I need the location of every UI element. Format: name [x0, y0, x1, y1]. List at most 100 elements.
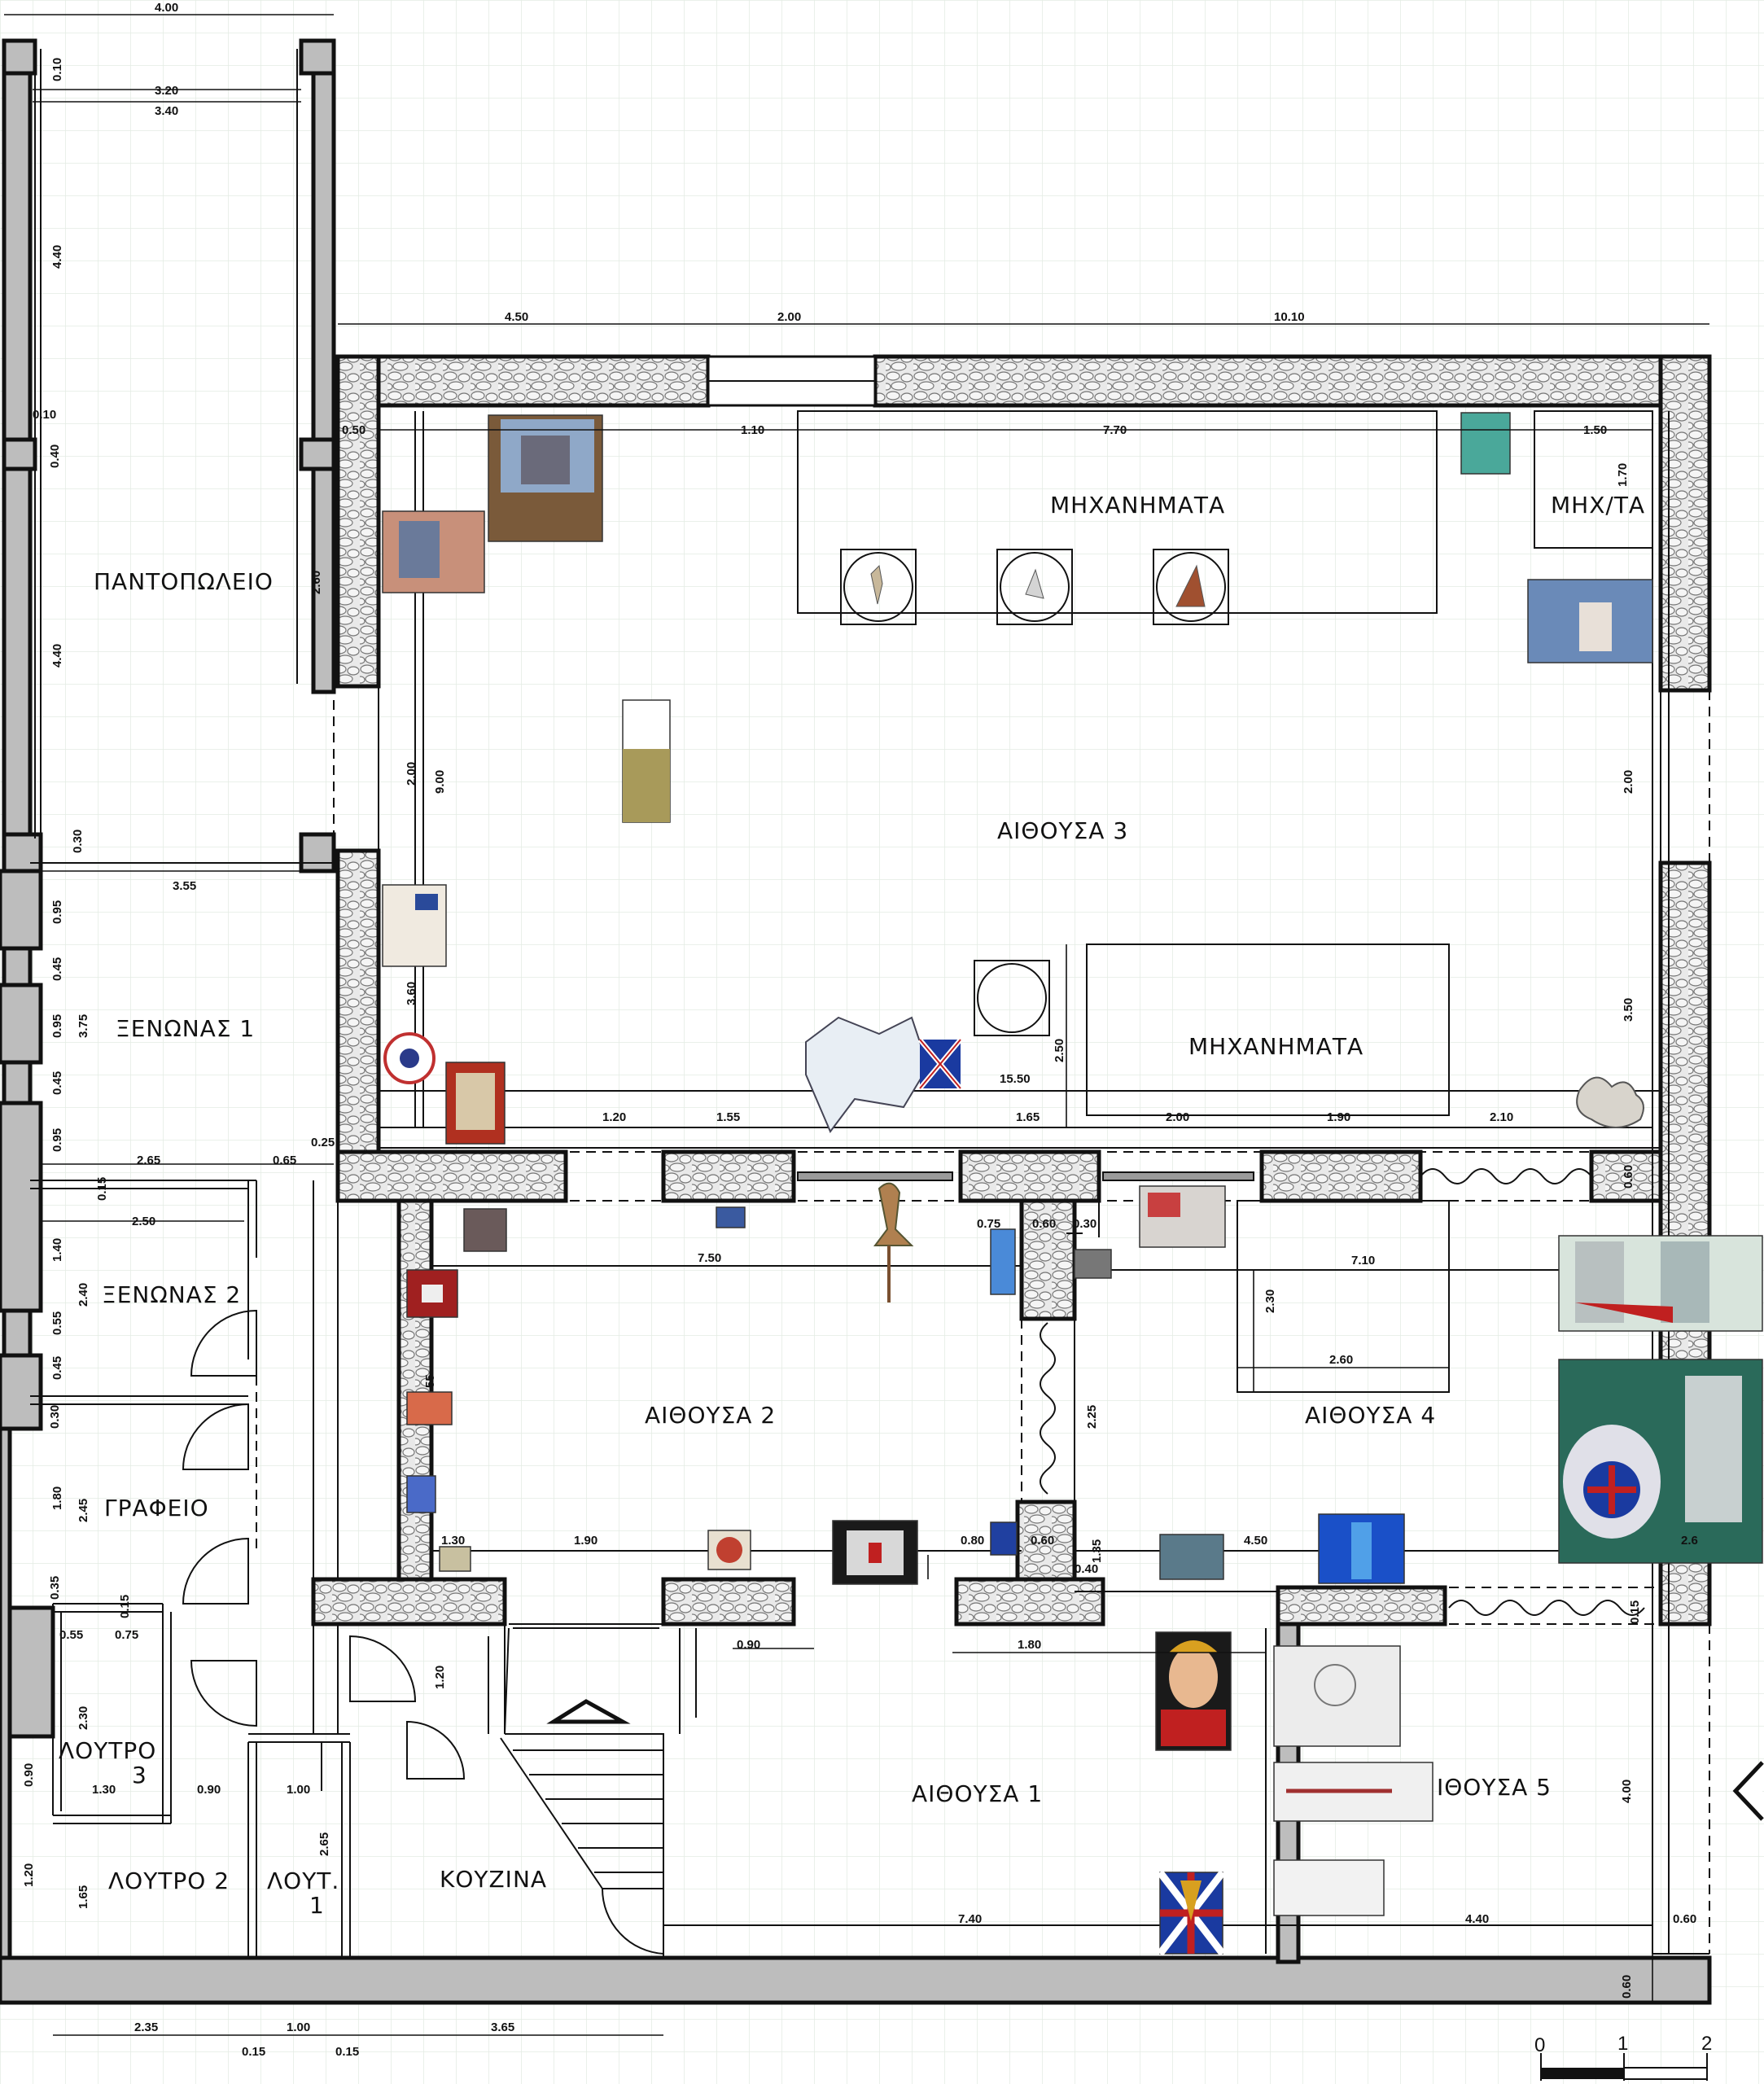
dimension-label: 0.95: [50, 900, 64, 924]
dimension-label: 7.50: [698, 1251, 721, 1265]
artwork-thumbnail: [406, 1391, 453, 1425]
dimension-label: 2.50: [1053, 1039, 1066, 1062]
dimension-label: 0.60: [1032, 1217, 1056, 1231]
dimension-label: 7.40: [958, 1912, 982, 1926]
dimension-label: 0.40: [1075, 1562, 1098, 1576]
dimension-label: 0.15: [118, 1595, 132, 1618]
dimension-label: 1.50: [1583, 423, 1607, 437]
dimension-label: 0.25: [311, 1136, 335, 1149]
main-interior-lines: [378, 355, 1710, 1958]
room-label-aithousa4: ΑΙΘΟΥΣΑ 4: [1305, 1402, 1436, 1429]
dimension-label: 0.45: [50, 957, 64, 981]
dimension-label: 2.30: [77, 1706, 90, 1730]
dimension-label: 3.75: [77, 1014, 90, 1038]
dimension-label: 1.20: [22, 1863, 36, 1887]
dimension-label: 3.20: [155, 84, 178, 98]
room-label-lout1: ΛΟΥΤ.: [267, 1867, 339, 1894]
scale-label-0: 0: [1534, 2034, 1545, 2056]
dimension-label: 0.60: [1620, 1975, 1634, 1999]
dimension-label: 2.30: [1263, 1289, 1277, 1313]
dimension-label: 0.45: [50, 1071, 64, 1095]
scale-label-1: 1: [1617, 2033, 1628, 2055]
dimension-label: 0.90: [737, 1638, 760, 1652]
dimension-label: 3.65: [491, 2021, 514, 2034]
artwork-thumbnail: [1074, 1249, 1112, 1279]
dimension-label: 0.55: [59, 1628, 83, 1642]
room-label-xenonas2: ΞΕΝΩΝΑΣ 2: [102, 1281, 241, 1308]
dimension-label: 0.10: [33, 408, 56, 422]
dimension-label: 1.10: [741, 423, 764, 437]
artwork-thumbnail: [716, 1206, 746, 1228]
machine-unit: [996, 549, 1073, 625]
left-wing-walls: [0, 38, 1712, 2005]
dimension-label: 0.60: [1673, 1912, 1696, 1926]
dimension-label: 0.30: [48, 1405, 62, 1429]
dimension-label: 0.30: [71, 830, 85, 853]
dimension-label: 15.50: [1000, 1072, 1031, 1086]
dimension-label: 1.65: [77, 1885, 90, 1909]
artwork-thumbnail: [1273, 1859, 1385, 1916]
scale-bar: 0 1 2: [1534, 2033, 1712, 2081]
dimension-label: 2.45: [77, 1499, 90, 1522]
artwork-thumbnail: [1460, 412, 1511, 475]
dimension-label: 2.40: [77, 1283, 90, 1307]
dimension-label: 1.00: [287, 2021, 310, 2034]
dimension-label: 0.55: [50, 1311, 64, 1335]
room-label-loutro3-number: 3: [132, 1762, 147, 1788]
dimension-label: 0.35: [48, 1576, 62, 1600]
dimension-label: 2.60: [1329, 1353, 1353, 1367]
dimension-label: 0.30: [1073, 1217, 1096, 1231]
dimension-label: 0.50: [342, 423, 365, 437]
dimension-label: 0.95: [50, 1014, 64, 1038]
dimension-label: 0.75: [977, 1217, 1000, 1231]
dimension-lines: [4, 14, 1709, 2036]
dimension-label: 1.90: [1327, 1110, 1350, 1124]
dimension-label: 0.95: [50, 1128, 64, 1152]
room-label-pantopoleio: ΠΑΝΤΟΠΩΛΕΙΟ: [94, 568, 274, 595]
machinery-areas: [797, 410, 1653, 1393]
dimension-label: 1.20: [433, 1666, 447, 1689]
dimension-label: 55: [423, 1374, 437, 1388]
artwork-sculpture: [805, 1016, 930, 1133]
dimension-labels: 4.00 0.10 3.20 3.40 4.40 0.10 0.40 4.40 …: [22, 1, 1698, 2059]
dimension-label: 7.70: [1103, 423, 1127, 437]
room-label-loutro3: ΛΟΥΤΡΟ: [59, 1737, 156, 1764]
dimension-label: 2.00: [405, 762, 418, 786]
dimension-label: 1.70: [1616, 463, 1630, 487]
dimension-label: 1.20: [602, 1110, 626, 1124]
artwork-thumbnail: [439, 1546, 471, 1572]
artwork-thumbnail: [406, 1475, 436, 1513]
dimension-label: 0.40: [48, 444, 62, 468]
dimension-label: 4.00: [1620, 1780, 1634, 1803]
room-label-aithousa5: ΙΘΟΥΣΑ 5: [1437, 1774, 1552, 1801]
dimension-label: 2.65: [137, 1154, 160, 1167]
dimension-label: 1.00: [287, 1783, 310, 1797]
room-label-mixanimata-bottom: ΜΗΧΑΝΗΜΑΤΑ: [1188, 1033, 1363, 1060]
dimension-label: 1.30: [441, 1534, 465, 1548]
artworks: [382, 412, 1763, 1956]
dimension-label: 4.00: [155, 1, 178, 15]
dimension-label: 7.10: [1351, 1254, 1375, 1267]
dimension-label: 0.90: [22, 1763, 36, 1787]
dimension-label: 1.55: [716, 1110, 740, 1124]
dimension-label: 2.00: [777, 310, 801, 324]
dimension-label: 1.30: [92, 1783, 116, 1797]
artwork-thumbnail: [463, 1208, 507, 1252]
dimension-label: 0.15: [1628, 1600, 1642, 1624]
room-label-kouzina: ΚΟΥΖΙΝΑ: [440, 1866, 547, 1893]
dimension-label: 2.50: [132, 1215, 155, 1228]
room-label-aithousa1: ΑΙΘΟΥΣΑ 1: [912, 1780, 1043, 1807]
machine-unit: [974, 960, 1050, 1036]
room-label-aithousa2: ΑΙΘΟΥΣΑ 2: [645, 1402, 776, 1429]
room-label-lout1-number: 1: [309, 1892, 325, 1919]
dimension-label: 1.65: [1016, 1110, 1040, 1124]
dimension-label: 1.80: [1018, 1638, 1041, 1652]
dimension-label: 0.15: [242, 2045, 265, 2059]
dimension-label: 1.80: [50, 1486, 64, 1510]
dimension-label: 3.60: [405, 982, 418, 1005]
dimension-label: 2.00: [1166, 1110, 1189, 1124]
dimension-label: 2.65: [317, 1832, 331, 1856]
artwork-sculpture: [1576, 1076, 1644, 1128]
staircase: [488, 1623, 697, 1954]
dimension-label: 3.55: [173, 879, 196, 893]
